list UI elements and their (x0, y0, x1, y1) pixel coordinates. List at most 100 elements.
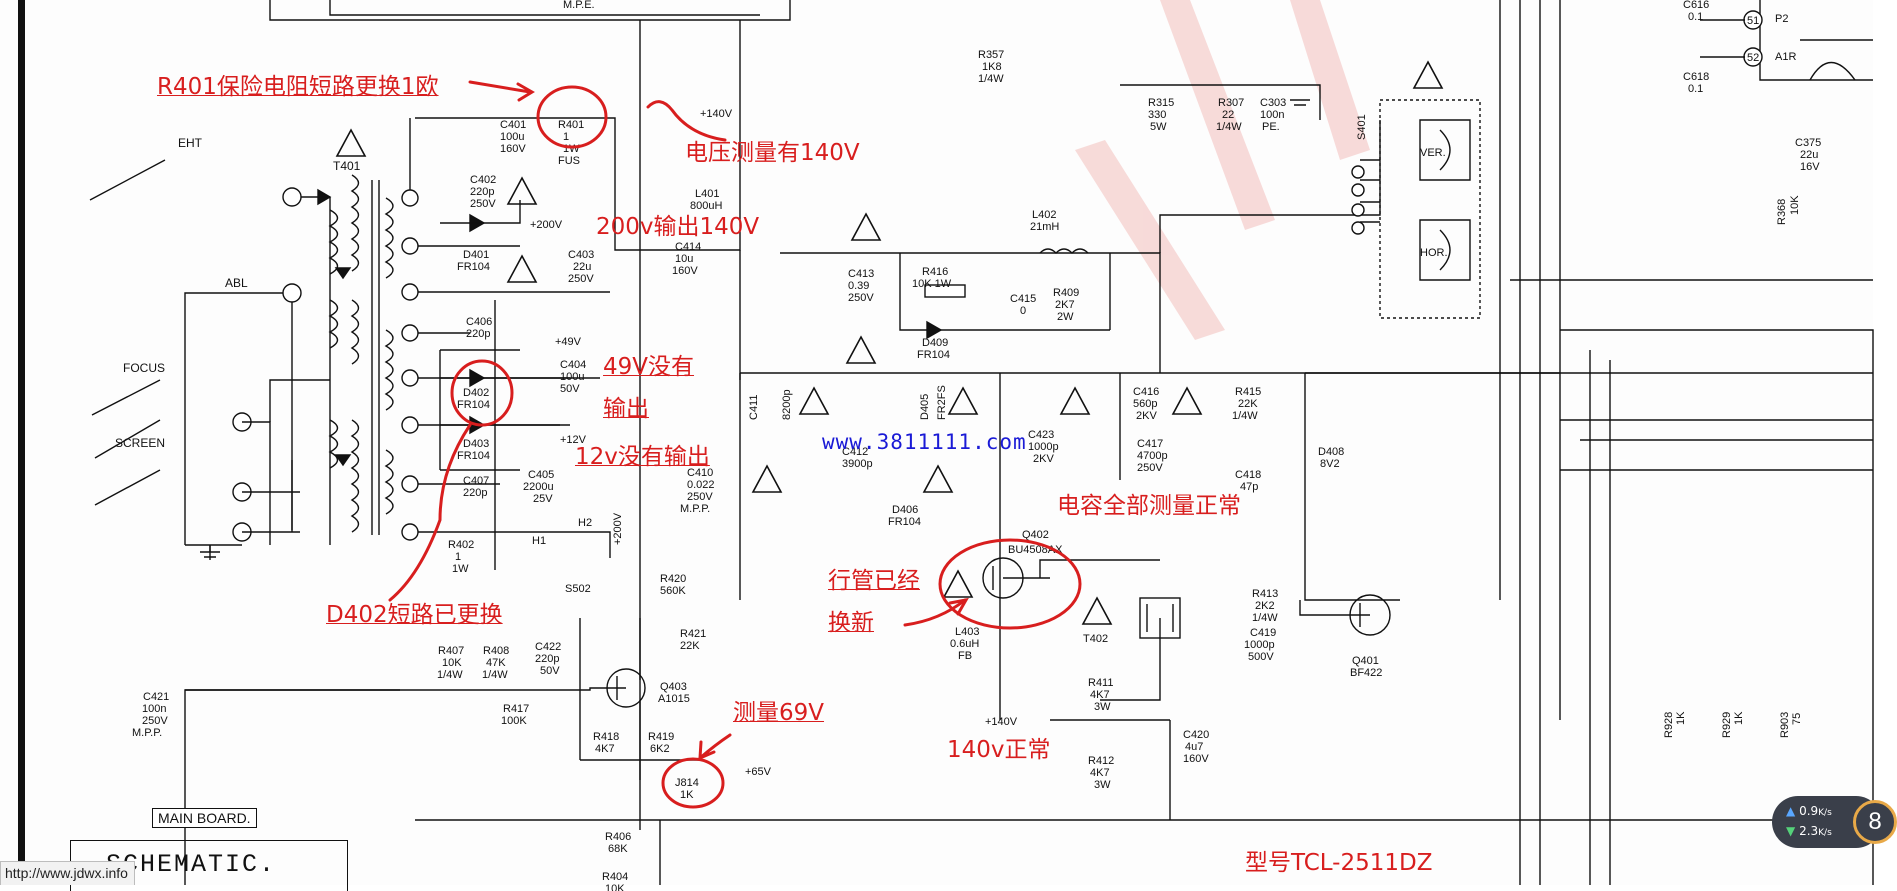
svg-text:C414: C414 (675, 241, 701, 253)
svg-text:Q402: Q402 (1022, 529, 1049, 541)
svg-text:+200V: +200V (612, 512, 624, 545)
svg-text:D401: D401 (463, 249, 489, 261)
svg-text:10K: 10K (442, 657, 462, 669)
svg-text:R315: R315 (1148, 97, 1174, 109)
svg-text:C412: C412 (842, 446, 868, 458)
svg-text:R411: R411 (1088, 677, 1113, 689)
svg-text:47p: 47p (1240, 481, 1258, 493)
svg-text:C402: C402 (470, 174, 496, 186)
svg-text:220p: 220p (535, 653, 559, 665)
svg-text:0.1: 0.1 (1688, 11, 1703, 23)
upload-speed: 0.9 (1799, 804, 1819, 818)
main-board-label: MAIN BOARD. (152, 808, 257, 828)
svg-text:C401: C401 (500, 119, 526, 131)
svg-text:T401: T401 (333, 159, 361, 173)
svg-text:250V: 250V (1137, 462, 1163, 474)
svg-text:6K2: 6K2 (650, 743, 670, 755)
svg-text:H1: H1 (532, 535, 546, 547)
svg-text:R401: R401 (558, 119, 584, 131)
svg-text:220p: 220p (470, 186, 494, 198)
svg-text:1/4W: 1/4W (1252, 612, 1278, 624)
download-row: ▼ 2.3K/s (1786, 824, 1832, 838)
svg-text:1/4W: 1/4W (437, 669, 463, 681)
svg-text:+12V: +12V (560, 434, 587, 446)
svg-text:100K: 100K (501, 715, 527, 727)
annotation-12v: 12v没有输出 (575, 444, 710, 470)
upload-unit: K/s (1818, 808, 1832, 818)
svg-text:L403: L403 (955, 626, 979, 638)
svg-text:2KV: 2KV (1136, 410, 1157, 422)
svg-text:C422: C422 (535, 641, 561, 653)
svg-text:R420: R420 (660, 573, 686, 585)
svg-text:A1R: A1R (1775, 51, 1796, 63)
svg-text:2KV: 2KV (1033, 453, 1054, 465)
svg-text:2K2: 2K2 (1255, 600, 1275, 612)
svg-text:100n: 100n (142, 703, 166, 715)
svg-text:R409: R409 (1053, 287, 1079, 299)
svg-text:R417: R417 (503, 703, 529, 715)
svg-text:52: 52 (1747, 52, 1759, 64)
svg-text:22u: 22u (1800, 149, 1818, 161)
svg-text:FOCUS: FOCUS (123, 361, 165, 375)
svg-text:R416: R416 (922, 266, 948, 278)
svg-text:FR104: FR104 (457, 261, 490, 273)
svg-text:8V2: 8V2 (1320, 458, 1340, 470)
svg-text:21mH: 21mH (1030, 221, 1059, 233)
svg-text:C419: C419 (1250, 627, 1276, 639)
svg-text:50V: 50V (540, 665, 560, 677)
svg-text:R408: R408 (483, 645, 509, 657)
svg-text:ABL: ABL (225, 276, 248, 290)
svg-text:R368: R368 (1776, 199, 1788, 225)
svg-text:M.P.P.: M.P.P. (680, 503, 710, 515)
svg-text:D408: D408 (1318, 446, 1344, 458)
annotation-69v: 测量69V (733, 700, 825, 726)
svg-text:C375: C375 (1795, 137, 1821, 149)
svg-text:0: 0 (1020, 305, 1026, 317)
svg-text:2200u: 2200u (523, 481, 554, 493)
watermark-url: www.3811111.com (822, 430, 1027, 454)
annotation-out200: 200v输出140V (596, 214, 760, 240)
svg-text:22K: 22K (1238, 398, 1258, 410)
svg-text:C416: C416 (1133, 386, 1159, 398)
svg-text:560K: 560K (660, 585, 686, 597)
svg-text:4K7: 4K7 (1090, 767, 1110, 779)
svg-text:22: 22 (1222, 109, 1234, 121)
svg-text:PE.: PE. (1262, 121, 1280, 133)
svg-text:C417: C417 (1137, 438, 1163, 450)
svg-text:0.1: 0.1 (1688, 83, 1703, 95)
svg-text:220p: 220p (463, 487, 487, 499)
svg-text:FR2FS: FR2FS (936, 385, 948, 420)
svg-text:68K: 68K (608, 843, 628, 855)
svg-text:22K: 22K (680, 640, 700, 652)
svg-text:R404: R404 (602, 871, 628, 883)
svg-text:P2: P2 (1775, 13, 1788, 25)
svg-text:EHT: EHT (178, 136, 203, 150)
memory-usage-ring[interactable]: 8 (1853, 800, 1897, 844)
svg-text:1W: 1W (563, 143, 580, 155)
svg-text:1/4W: 1/4W (978, 73, 1004, 85)
svg-text:FR104: FR104 (917, 349, 950, 361)
upload-arrow-icon: ▲ (1786, 804, 1796, 818)
svg-text:1000p: 1000p (1244, 639, 1275, 651)
svg-text:Q401: Q401 (1352, 655, 1379, 667)
svg-text:4K7: 4K7 (1090, 689, 1110, 701)
svg-text:D403: D403 (463, 438, 489, 450)
svg-text:R903: R903 (1779, 712, 1791, 738)
red-annotation-strokes (388, 80, 1082, 809)
svg-text:C420: C420 (1183, 729, 1209, 741)
svg-text:2K7: 2K7 (1055, 299, 1075, 311)
svg-text:16V: 16V (1800, 161, 1820, 173)
svg-text:R419: R419 (648, 731, 674, 743)
svg-text:M.P.P.: M.P.P. (132, 727, 162, 739)
svg-text:0.022: 0.022 (687, 479, 715, 491)
svg-text:1/4W: 1/4W (1232, 410, 1258, 422)
annotation-hot-line2: 换新 (828, 610, 874, 636)
svg-text:500V: 500V (1248, 651, 1274, 663)
svg-text:C405: C405 (528, 469, 554, 481)
annotation-d402: D402短路已更换 (326, 602, 503, 628)
svg-text:S502: S502 (565, 583, 591, 595)
svg-text:+65V: +65V (745, 766, 772, 778)
annotation-r401: R401保险电阻短路更换1欧 (157, 74, 439, 100)
svg-text:250V: 250V (687, 491, 713, 503)
svg-text:1K: 1K (1733, 711, 1745, 725)
